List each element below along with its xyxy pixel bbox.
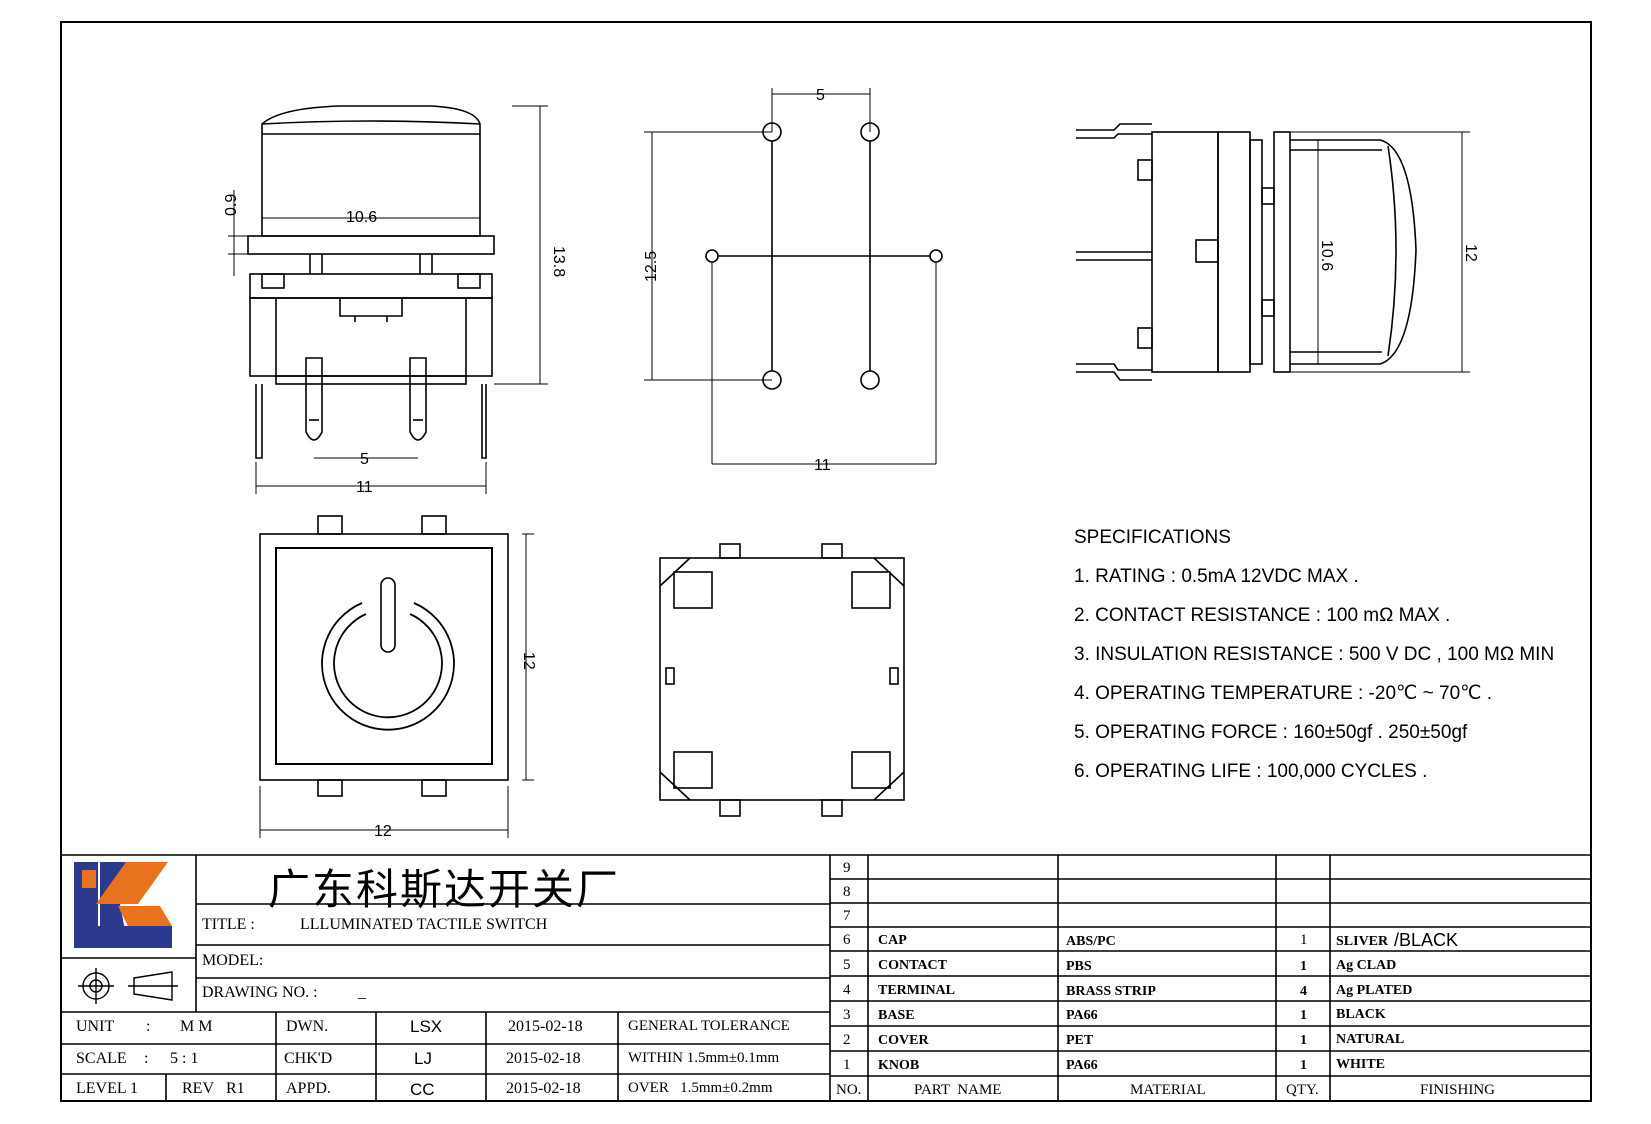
spec-item-contact-resistance: 2. CONTACT RESISTANCE : 100 mΩ MAX .	[1074, 605, 1451, 626]
dim-side-overall-height: 13.8	[550, 246, 567, 277]
bom-row-no: 9	[843, 860, 851, 876]
chk-date: 2015-02-18	[506, 1050, 581, 1067]
bom-part-name: CAP	[878, 933, 907, 948]
bom-material: PA66	[1066, 1058, 1098, 1073]
dim-pcb-pitch-x: 5	[816, 87, 825, 104]
rev-value: R1	[226, 1080, 245, 1097]
chk-value: LJ	[414, 1049, 432, 1068]
dim-side-body-width: 11	[356, 479, 373, 496]
dim-right-cap-width: 10.6	[1318, 240, 1335, 271]
bom-header-material: MATERIAL	[1130, 1082, 1206, 1098]
side-view	[228, 105, 548, 494]
model-label: MODEL:	[202, 952, 264, 969]
tolerance-label: GENERAL TOLERANCE	[628, 1018, 790, 1034]
company-name: 广东科斯达开关厂	[268, 865, 621, 914]
bom-material: ABS/PC	[1066, 934, 1116, 949]
spec-item-operating-temperature: 4. OPERATING TEMPERATURE : -20℃ ~ 70℃ .	[1074, 683, 1493, 704]
bom-row-no: 6	[843, 932, 851, 948]
bom-material: PA66	[1066, 1008, 1098, 1023]
bom-finishing: Ag PLATED	[1336, 983, 1413, 998]
right-side-view	[1076, 123, 1470, 381]
bottom-view	[659, 543, 905, 817]
dim-top-width: 12	[374, 823, 392, 840]
bom-material: BRASS STRIP	[1066, 984, 1156, 999]
drawing-no-value: _	[358, 984, 366, 1001]
title-label: TITLE :	[202, 916, 255, 933]
title-value: LLLUMINATED TACTILE SWITCH	[300, 916, 548, 933]
spec-item-operating-life: 6. OPERATING LIFE : 100,000 CYCLES .	[1074, 761, 1428, 782]
dwn-date: 2015-02-18	[508, 1018, 583, 1035]
bom-finishing: Ag CLAD	[1336, 958, 1397, 973]
unit-value: M M	[180, 1018, 213, 1035]
dwn-label: DWN.	[286, 1018, 329, 1035]
bom-header-finishing: FINISHING	[1420, 1082, 1495, 1098]
rev-label: REV	[182, 1080, 214, 1097]
bom-row-no: 7	[843, 908, 851, 924]
bom-part-name: TERMINAL	[878, 983, 956, 998]
pcb-layout-view	[644, 88, 943, 465]
appd-label: APPD.	[286, 1080, 331, 1097]
bom-material: PET	[1066, 1033, 1094, 1048]
bom-finishing: SLIVER	[1336, 934, 1389, 949]
spec-item-insulation-resistance: 3. INSULATION RESISTANCE : 500 V DC , 10…	[1074, 644, 1555, 665]
tolerance-over: OVER 1.5mm±0.2mm	[628, 1080, 773, 1096]
dim-side-pin-pitch: 5	[360, 451, 369, 468]
bom-header-no: NO.	[836, 1082, 862, 1098]
bom-part-name: BASE	[878, 1008, 915, 1023]
spec-item-rating: 1. RATING : 0.5mA 12VDC MAX .	[1074, 566, 1359, 587]
dwn-value: LSX	[410, 1017, 443, 1036]
bom-row-no: 4	[843, 982, 851, 998]
company-logo	[74, 862, 172, 948]
level-label: LEVEL 1	[76, 1080, 139, 1097]
bom-qty: 1	[1300, 959, 1307, 974]
appd-date: 2015-02-18	[506, 1080, 581, 1097]
scale-value: 5 : 1	[170, 1050, 199, 1067]
spec-item-operating-force: 5. OPERATING FORCE : 160±50gf . 250±50gf	[1074, 722, 1468, 743]
bom-qty: 1	[1300, 1033, 1307, 1048]
bom-row-no: 1	[843, 1057, 851, 1073]
bom-header-qty: QTY.	[1286, 1082, 1319, 1098]
bom-qty: 1	[1300, 1058, 1307, 1073]
bom-row-no: 5	[843, 957, 851, 973]
bom-row-no: 8	[843, 884, 851, 900]
bom-qty: 1	[1300, 1008, 1307, 1023]
scale-separator: :	[144, 1050, 149, 1067]
dim-pcb-pitch-y: 12.5	[643, 251, 660, 282]
tolerance-within: WITHIN 1.5mm±0.1mm	[628, 1050, 780, 1066]
scale-label: SCALE	[76, 1050, 127, 1067]
top-view	[259, 515, 534, 838]
bom-qty: 4	[1300, 984, 1307, 999]
dim-right-height: 12	[1462, 244, 1479, 262]
bom-finishing: BLACK	[1336, 1007, 1386, 1022]
unit-separator: :	[146, 1018, 151, 1035]
dim-top-height: 12	[520, 652, 537, 670]
bom-part-name: COVER	[878, 1033, 929, 1048]
title-block-grid	[60, 854, 1592, 1102]
bom-part-name: KNOB	[878, 1058, 920, 1073]
chk-label: CHK'D	[284, 1050, 333, 1067]
bom-header-part-name: PART NAME	[914, 1082, 1002, 1098]
bom-row-no: 3	[843, 1007, 851, 1023]
bom-part-name: CONTACT	[878, 958, 947, 973]
dim-pcb-span-x: 11	[814, 457, 831, 474]
bom-row-no: 2	[843, 1032, 851, 1048]
specifications-heading: SPECIFICATIONS	[1074, 527, 1231, 548]
bom-finishing: WHITE	[1336, 1057, 1386, 1072]
unit-label: UNIT	[76, 1018, 115, 1035]
bom-qty: 1	[1300, 932, 1308, 948]
projection-symbol-icon	[78, 968, 178, 1004]
bom-material: PBS	[1066, 959, 1092, 974]
power-icon	[321, 577, 455, 731]
appd-value: CC	[410, 1080, 435, 1099]
bom-finishing: NATURAL	[1336, 1032, 1405, 1047]
dim-side-flange: 0.9	[223, 194, 240, 216]
drawing-no-label: DRAWING NO. :	[202, 984, 318, 1001]
dim-side-cap-width: 10.6	[346, 209, 377, 226]
drawing-frame	[60, 21, 1592, 1102]
specifications-block: SPECIFICATIONS 1. RATING : 0.5mA 12VDC M…	[1074, 518, 1554, 791]
bom-finishing-extra: /BLACK	[1394, 930, 1459, 950]
